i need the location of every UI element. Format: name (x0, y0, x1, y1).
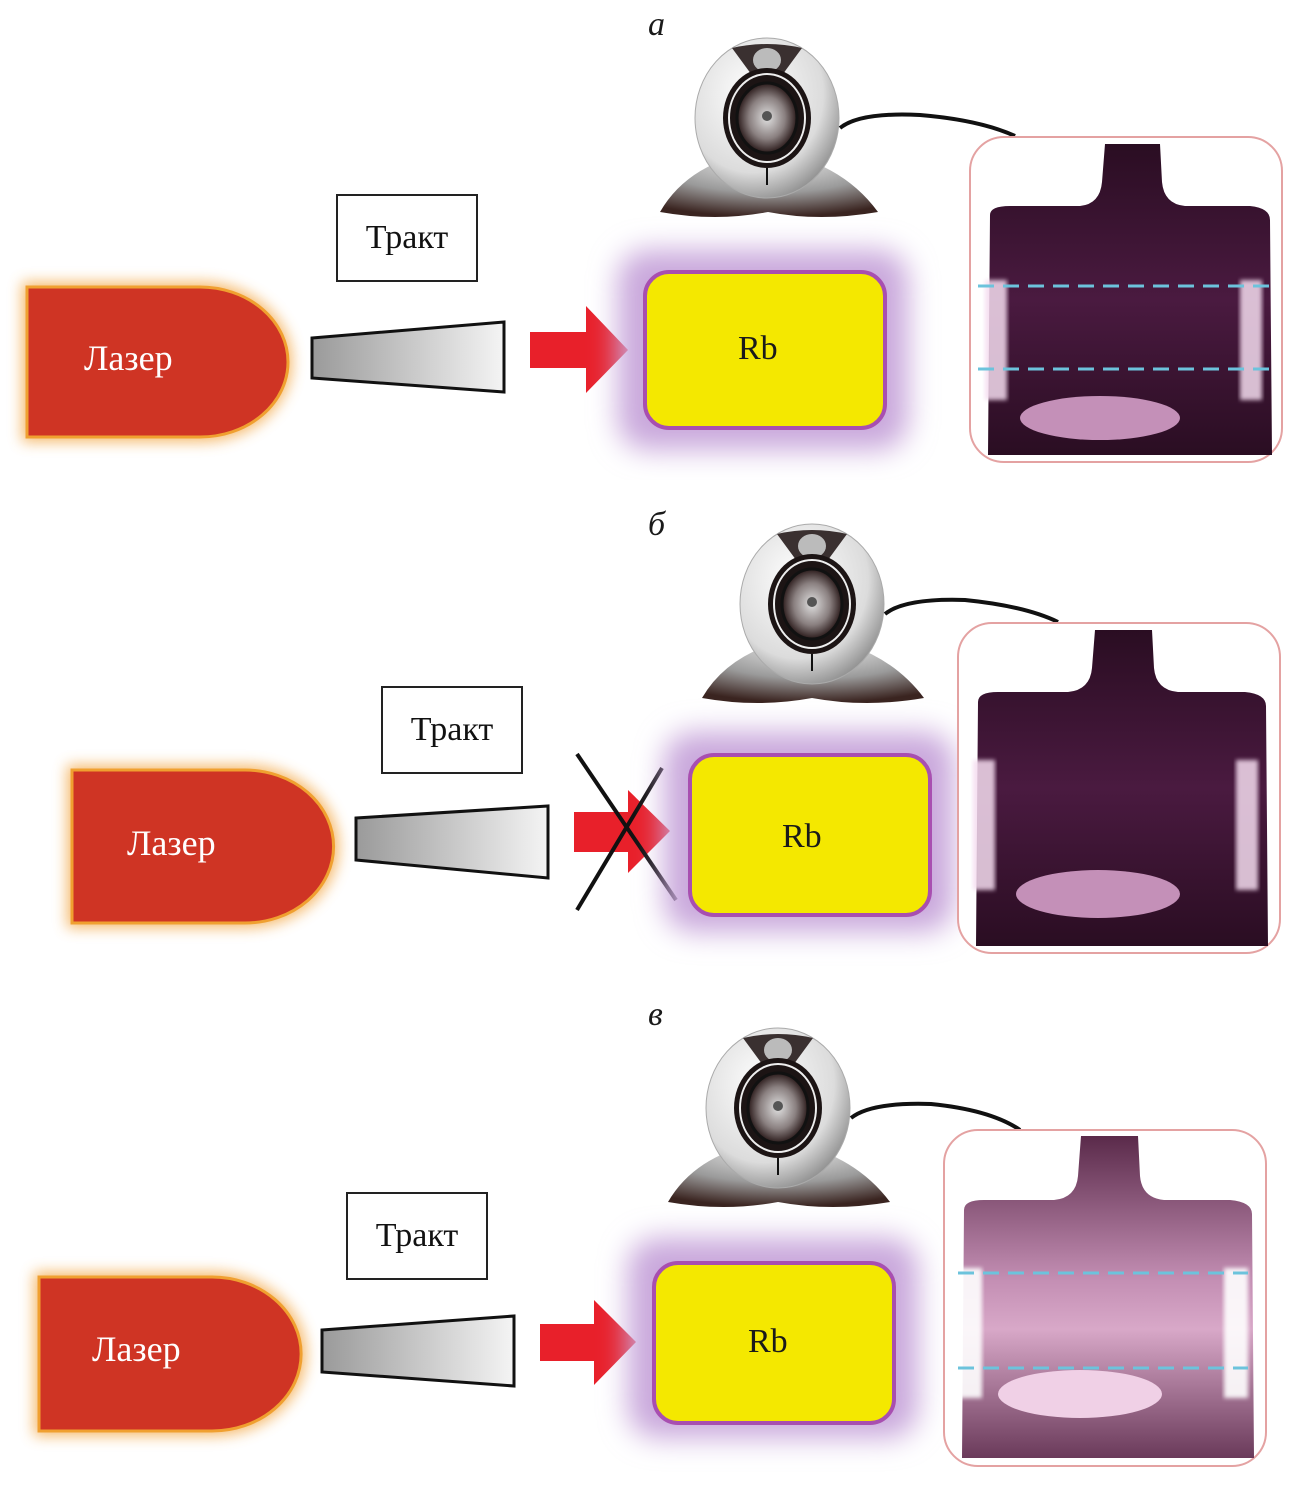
optical-tract-shape (320, 1314, 516, 1388)
optical-tract-shape (354, 804, 550, 880)
panel-b-graphics (67, 523, 1281, 954)
cell-photo (957, 622, 1281, 954)
laser-label: Лазер (84, 338, 173, 378)
panel-c: в Тракт Лазер Rb (0, 990, 1311, 1470)
rb-cell (618, 250, 908, 450)
laser-label: Лазер (127, 823, 216, 863)
laser-source (34, 1272, 307, 1436)
optical-tract-shape (310, 320, 506, 394)
panel-label: в (648, 996, 663, 1033)
webcam-icon (702, 523, 1059, 703)
cell-photo (969, 136, 1283, 463)
panel-a-graphics (22, 37, 1283, 463)
panel-c-graphics (34, 1027, 1267, 1467)
rb-cell (628, 1238, 918, 1438)
arrow-right-icon (530, 306, 628, 393)
rb-cell (664, 732, 954, 932)
tract-label: Тракт (410, 711, 494, 748)
cell-photo (943, 1129, 1267, 1467)
cross-icon (575, 752, 678, 912)
panel-label: б (648, 506, 666, 543)
webcam-icon (668, 1027, 1022, 1207)
tract-label: Тракт (375, 1217, 459, 1254)
tract-label: Тракт (365, 219, 449, 256)
laser-source (22, 282, 292, 442)
tract-label-box: Тракт (346, 1192, 488, 1280)
panel-b: б Тракт Лазер Rb (0, 490, 1311, 970)
tract-label-box: Тракт (381, 686, 523, 774)
panel-label: а (648, 6, 665, 43)
panel-a: а Тракт Лазер Rb (0, 0, 1311, 480)
arrow-right-icon (540, 1300, 636, 1385)
tract-label-box: Тракт (336, 194, 478, 282)
webcam-icon (660, 37, 1016, 217)
laser-source (67, 765, 339, 928)
rb-label: Rb (782, 818, 822, 855)
rb-label: Rb (748, 1323, 788, 1360)
rb-label: Rb (738, 330, 778, 367)
laser-label: Лазер (92, 1329, 181, 1369)
